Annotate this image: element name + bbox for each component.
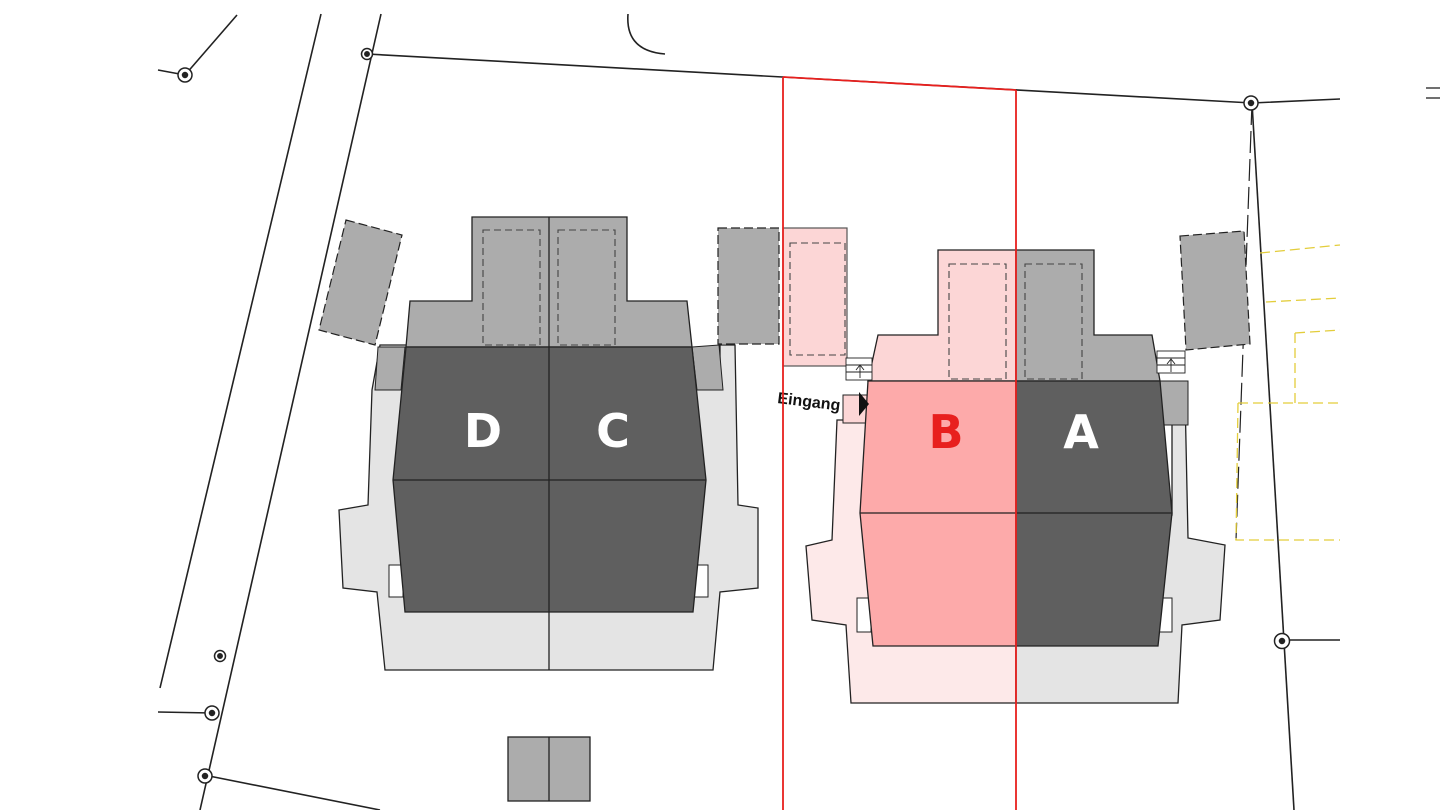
porch-a	[1159, 380, 1189, 426]
entrance-label: Eingang	[777, 390, 842, 415]
garage-b	[782, 227, 848, 367]
survey-point-marker	[197, 768, 213, 784]
shed-right	[1179, 230, 1251, 351]
building-ba: B A Eingang	[777, 249, 1189, 647]
survey-point-marker	[360, 47, 374, 61]
lot-b-boundary	[782, 76, 1017, 810]
property-boundary-dashed	[1235, 102, 1253, 541]
unit-label-c: C	[596, 404, 630, 458]
dormer-b	[948, 263, 1007, 380]
unit-label-b: B	[928, 405, 963, 459]
survey-point-marker	[204, 705, 220, 721]
shed-left	[318, 219, 403, 346]
annex-b	[867, 249, 1017, 382]
survey-point-marker	[213, 649, 227, 663]
porch-c	[691, 344, 724, 391]
entrance-steps-a	[1156, 350, 1186, 374]
unit-label-a: A	[1063, 405, 1099, 459]
entrance-steps-b	[845, 357, 873, 381]
entrance-arrow-icon	[859, 392, 869, 416]
survey-point-marker	[177, 67, 193, 83]
neighbor-building-outline	[1235, 244, 1341, 541]
garage-c	[717, 227, 780, 345]
survey-point-marker	[1243, 95, 1259, 111]
unit-label-d: D	[464, 404, 502, 458]
survey-points	[177, 47, 1291, 784]
right-margin	[1340, 0, 1440, 810]
garage-b-inner	[789, 242, 846, 356]
road-lines	[157, 13, 1440, 810]
dormer-a	[1024, 263, 1083, 380]
dormer-d	[482, 229, 541, 346]
edge-mark	[1426, 87, 1440, 99]
annex-a	[1015, 249, 1161, 382]
survey-point-marker	[1273, 632, 1291, 650]
porch-d	[374, 346, 406, 391]
dormer-c	[557, 229, 616, 346]
porch-b	[842, 394, 871, 424]
building-dc: D C	[374, 216, 724, 613]
